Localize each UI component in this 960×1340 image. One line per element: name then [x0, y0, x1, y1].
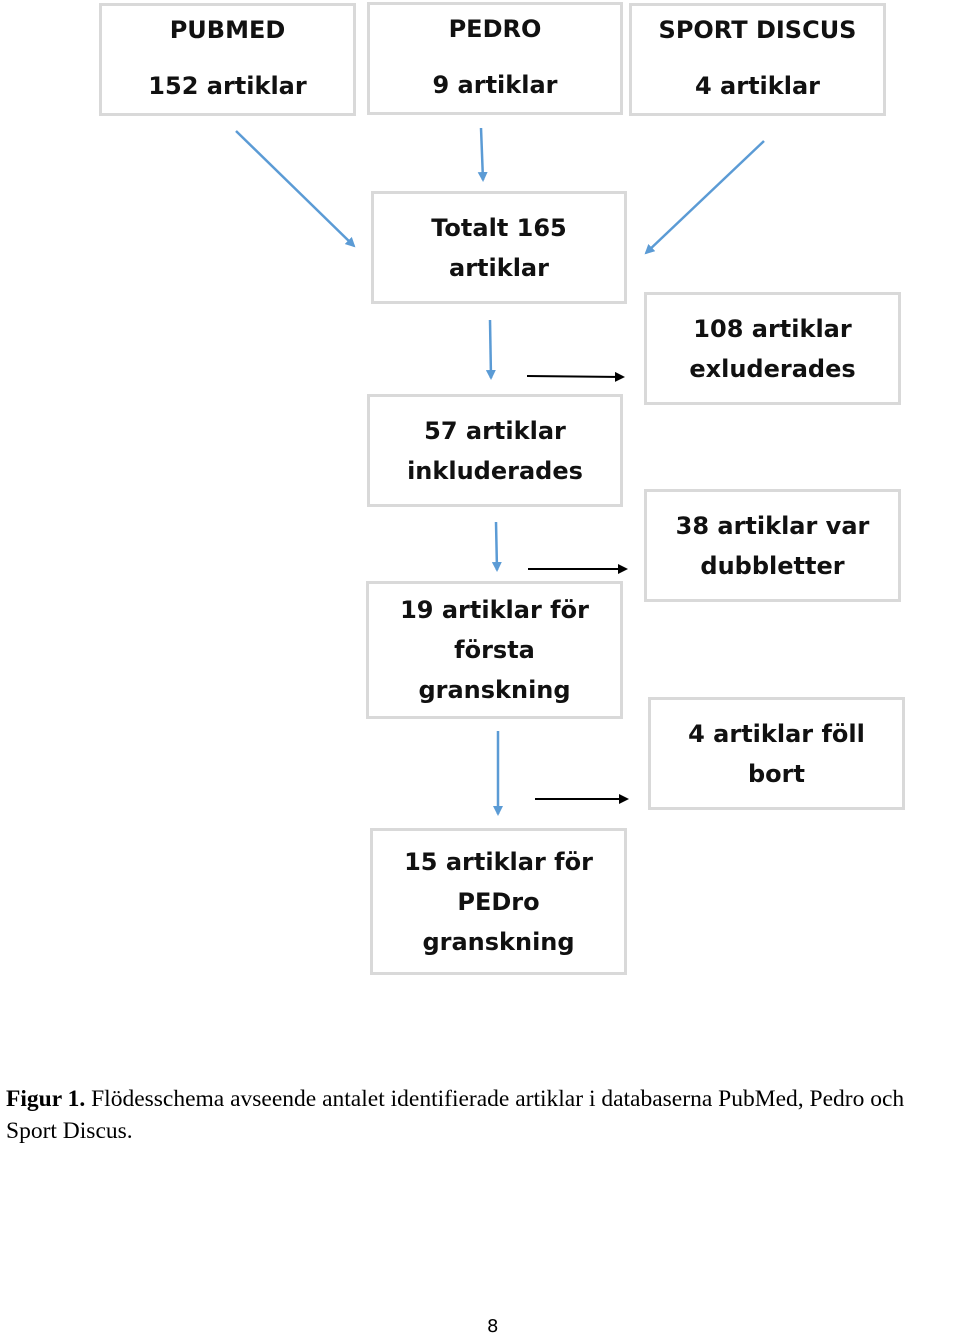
excluded-line2: exluderades [689, 354, 856, 383]
first-review-box: 19 artiklar för första granskning [366, 581, 623, 719]
sport-discus-count: 4 artiklar [694, 72, 820, 100]
total-box: Totalt 165 artiklar [371, 191, 627, 304]
total-line1: Totalt 165 [431, 213, 567, 242]
total-line2: artiklar [449, 253, 549, 282]
figure-caption: Figur 1. Flödesschema avseende antalet i… [6, 1083, 960, 1147]
pedro-review-line1: 15 artiklar för [404, 847, 593, 876]
arrow-sport-discus-to-total [644, 140, 765, 255]
duplicates-line2: dubbletter [700, 551, 845, 580]
dropped-box: 4 artiklar föll bort [648, 697, 905, 810]
first-review-line2: första [454, 636, 535, 664]
arrow-included-to-first-review [491, 521, 502, 572]
arrow-pedro-to-total [477, 127, 488, 182]
sport-discus-title: SPORT DISCUS [658, 16, 857, 44]
caption-label: Figur 1. [6, 1086, 86, 1112]
arrow-pubmed-to-total [235, 130, 356, 248]
pedro-count: 9 artiklar [432, 71, 558, 99]
excluded-line1: 108 artiklar [693, 314, 852, 343]
pubmed-box: PUBMED 152 artiklar [99, 3, 356, 116]
first-review-line1: 19 artiklar för [400, 596, 589, 624]
pedro-review-line2: PEDro [457, 887, 540, 916]
included-box: 57 artiklar inkluderades [367, 394, 623, 507]
pedro-box: PEDRO 9 artiklar [367, 2, 623, 115]
pedro-title: PEDRO [448, 15, 542, 43]
sport-discus-box: SPORT DISCUS 4 artiklar [629, 3, 886, 116]
caption-text: Flödesschema avseende antalet identifier… [6, 1086, 905, 1144]
arrow-total-to-included [485, 319, 496, 380]
duplicates-box: 38 artiklar var dubbletter [644, 489, 901, 602]
included-line2: inkluderades [407, 456, 583, 485]
pedro-review-line3: granskning [422, 927, 575, 956]
first-review-line3: granskning [418, 676, 571, 704]
pubmed-count: 152 artiklar [148, 72, 307, 100]
dropped-line1: 4 artiklar föll [688, 719, 865, 748]
pedro-review-box: 15 artiklar för PEDro granskning [370, 828, 627, 975]
pubmed-title: PUBMED [169, 16, 286, 44]
dropped-line2: bort [748, 759, 805, 788]
excluded-box: 108 artiklar exluderades [644, 292, 901, 405]
included-line1: 57 artiklar [424, 416, 566, 445]
page-number: 8 [487, 1316, 499, 1337]
arrow-to-excluded [526, 371, 625, 382]
flow-arrows [235, 127, 765, 816]
duplicates-line1: 38 artiklar var [675, 511, 870, 540]
